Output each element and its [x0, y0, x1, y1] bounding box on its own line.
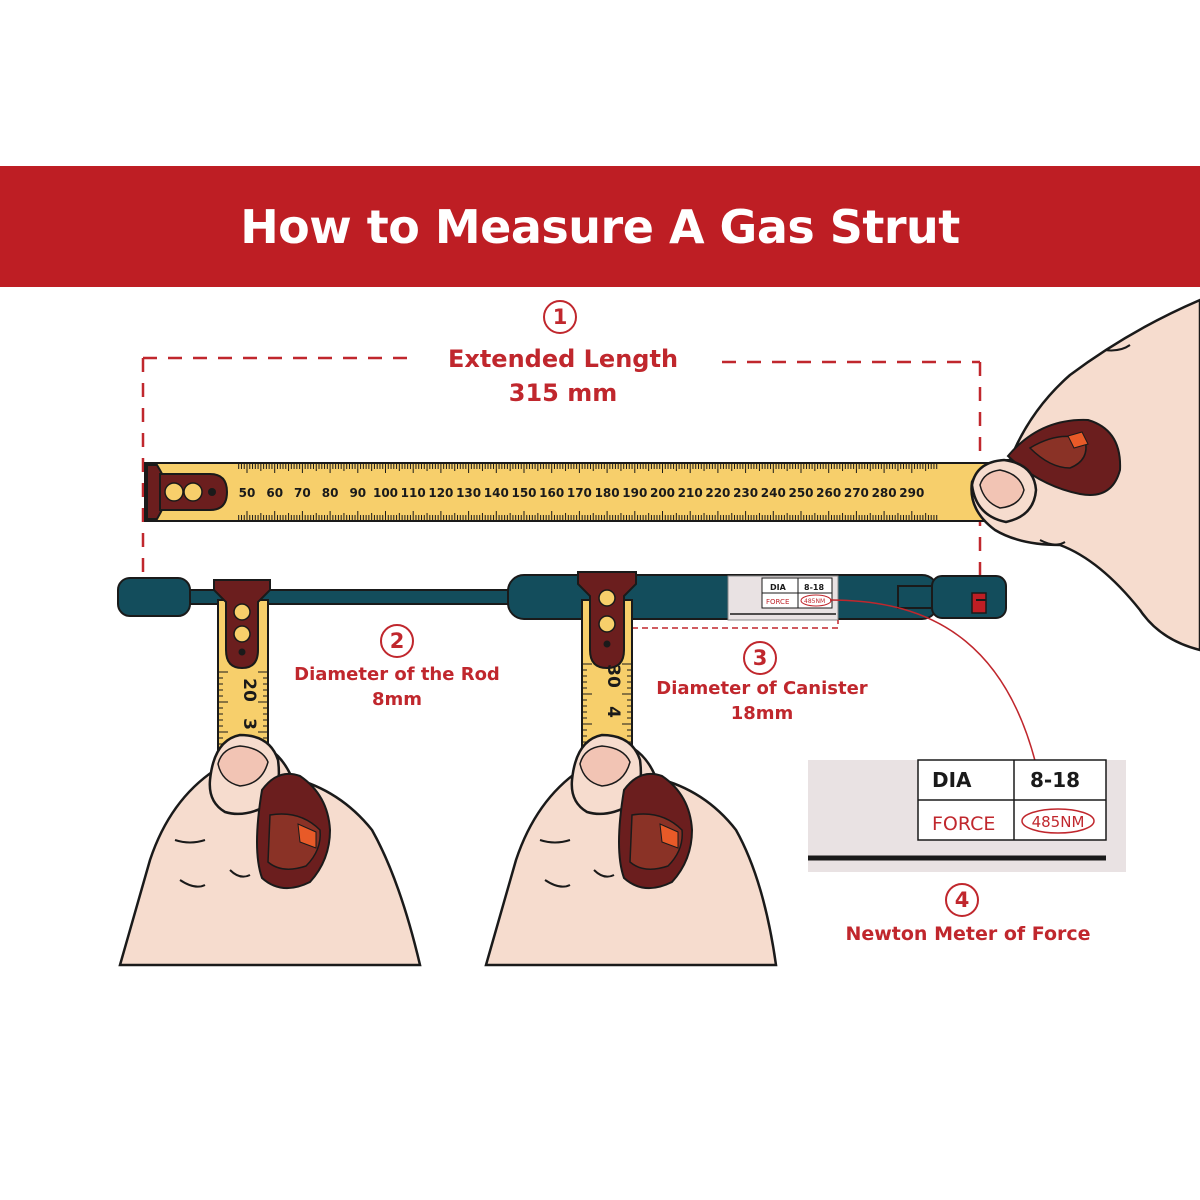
- step-3-value: 18mm: [730, 703, 794, 724]
- strut-dia-label: DIA: [770, 583, 787, 592]
- tape-scale-label: 260: [816, 486, 841, 500]
- step-2-title: Diameter of the Rod: [294, 664, 500, 685]
- zoom-force-label: FORCE: [932, 813, 995, 835]
- tape-scale-label: 80: [322, 486, 339, 500]
- page-title: How to Measure A Gas Strut: [240, 199, 960, 254]
- tape-scale-label: 230: [733, 486, 758, 500]
- rod-tape-mark-20: 20: [239, 678, 259, 702]
- hand-icon-main: [970, 298, 1200, 652]
- tape-scale-label: 150: [511, 486, 536, 500]
- step-3-badge: 3: [743, 641, 777, 675]
- rod-tape-mark-3: 3: [239, 718, 259, 730]
- step-4-badge: 4: [945, 883, 979, 917]
- canister-tape-mark-30: 30: [603, 664, 623, 688]
- canister-diameter-guide: [612, 620, 839, 629]
- tape-scale-label: 160: [539, 486, 564, 500]
- tape-scale-label: 140: [484, 486, 509, 500]
- tape-scale-label: 270: [844, 486, 869, 500]
- hand-icon-canister: [484, 733, 778, 967]
- tape-scale-label: 130: [456, 486, 481, 500]
- step-2-value: 8mm: [371, 689, 423, 710]
- tape-scale-label: 250: [788, 486, 813, 500]
- rod-tape-measure-icon: 20 3: [213, 579, 271, 761]
- tape-scale-label: 70: [294, 486, 311, 500]
- strut-force-value: 485NM: [804, 598, 825, 605]
- zoom-dia-value: 8-18: [1030, 768, 1080, 792]
- tape-scale-label: 200: [650, 486, 675, 500]
- strut-dia-value: 8-18: [804, 583, 824, 592]
- tape-scale-label: 180: [595, 486, 620, 500]
- canister-tape-measure-icon: 30 4: [577, 571, 637, 761]
- tape-scale-label: 190: [622, 486, 647, 500]
- step-4-title: Newton Meter of Force: [845, 923, 1091, 945]
- step-2-badge: 2: [380, 624, 414, 658]
- tape-scale-label: 170: [567, 486, 592, 500]
- step-1-value: 315 mm: [508, 379, 618, 407]
- zoom-dia-label: DIA: [932, 768, 972, 792]
- tape-scale-label: 290: [899, 486, 924, 500]
- force-connector-line: [829, 599, 1046, 811]
- label-plate-icon: DIA 8-18 FORCE 485NM: [727, 575, 839, 621]
- tape-scale-label: 280: [872, 486, 897, 500]
- tape-scale-label: 90: [349, 486, 366, 500]
- step-3-title: Diameter of Canister: [656, 678, 868, 699]
- zoom-force-value: 485NM: [1032, 813, 1085, 831]
- tape-scale-label: 50: [239, 486, 256, 500]
- tape-scale-label: 110: [401, 486, 426, 500]
- strut-force-label: FORCE: [766, 598, 789, 606]
- extended-length-frame: [141, 356, 982, 610]
- tape-scale-label: 120: [428, 486, 453, 500]
- zoomed-label-panel: DIA 8-18 FORCE 485NM: [808, 759, 1126, 872]
- tape-minor-ticks: [238, 464, 938, 520]
- tape-scale-label: 60: [266, 486, 283, 500]
- step-1-title: Extended Length: [447, 345, 679, 373]
- step-1-badge: 1: [543, 300, 577, 334]
- tape-scale-label: 100: [373, 486, 398, 500]
- title-banner: How to Measure A Gas Strut: [0, 166, 1200, 287]
- tape-scale-label: 210: [678, 486, 703, 500]
- tape-scale-label: 220: [705, 486, 730, 500]
- canister-tape-mark-4: 4: [603, 706, 623, 718]
- hand-icon-rod: [118, 733, 422, 967]
- tape-scale-label: 240: [761, 486, 786, 500]
